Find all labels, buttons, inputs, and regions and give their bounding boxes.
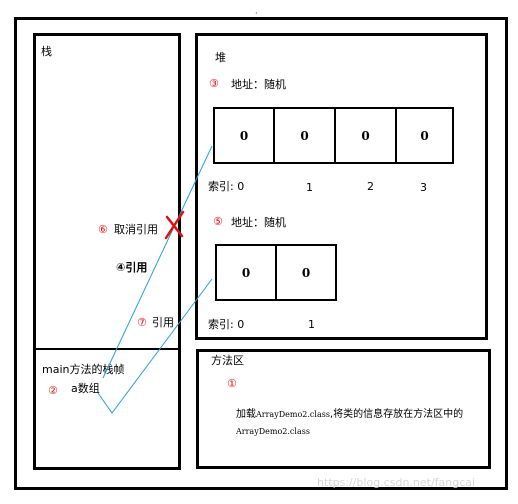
desc-class-inline: ArrayDemo2.class [256,410,330,419]
cancel-reference-label: 取消引用 [114,223,158,236]
array2-cell-value: 0 [301,265,311,280]
top-mark: · [255,9,258,18]
array1-index-label: 索引: 0 [208,180,245,193]
array1-index: 1 [306,181,313,194]
main-frame-label: main方法的栈帧 [42,363,125,376]
desc-prefix: 加载 [236,409,256,420]
array1-cell-value: 0 [420,128,429,143]
array1-cell-value: 0 [300,128,309,143]
array2-cell: 0 [275,244,337,301]
method-area-description: 加载ArrayDemo2.class,将类的信息存放在方法区中的 [236,410,463,420]
stack-frame-divider [33,348,181,350]
method-area-step-number: ① [227,377,237,390]
heap-label: 堆 [215,51,226,64]
array-variable-label: a数组 [71,382,100,395]
stack-panel [33,33,181,470]
array2-cell: 0 [215,244,277,301]
addr2-label: 地址：随机 [231,216,286,229]
method-area-label: 方法区 [211,354,244,367]
array1-cell: 0 [395,107,454,164]
array2-index: 1 [308,318,315,331]
desc-rest: ,将类的信息存放在方法区中的 [329,409,464,420]
array1-cell-value: 0 [239,128,249,143]
cancel-step-number: ⑥ [98,223,108,236]
stack-label: 栈 [41,45,52,58]
addr2-step-number: ⑤ [213,215,223,228]
reference-2-step-number: ⑦ [137,316,147,329]
addr1-step-number: ③ [209,77,219,90]
array2-cell-value: 0 [241,265,251,280]
frame-step-number: ② [48,384,58,397]
array1-index: 3 [420,181,427,194]
array1-index: 2 [367,180,374,193]
desc-class-line2: ArrayDemo2.class [236,427,310,436]
reference-label-1: ④引用 [116,261,148,274]
method-area-panel [196,349,491,469]
reference-label-2: 引用 [152,316,174,329]
array1-cell: 0 [213,107,275,164]
array1-cell-value: 0 [361,128,370,143]
array1-cell: 0 [334,107,397,164]
watermark: https://blog.csdn.net/fangcai [317,476,476,489]
array1-cell: 0 [273,107,336,164]
array2-index-label: 索引: 0 [208,318,245,331]
addr1-label: 地址：随机 [231,78,286,91]
